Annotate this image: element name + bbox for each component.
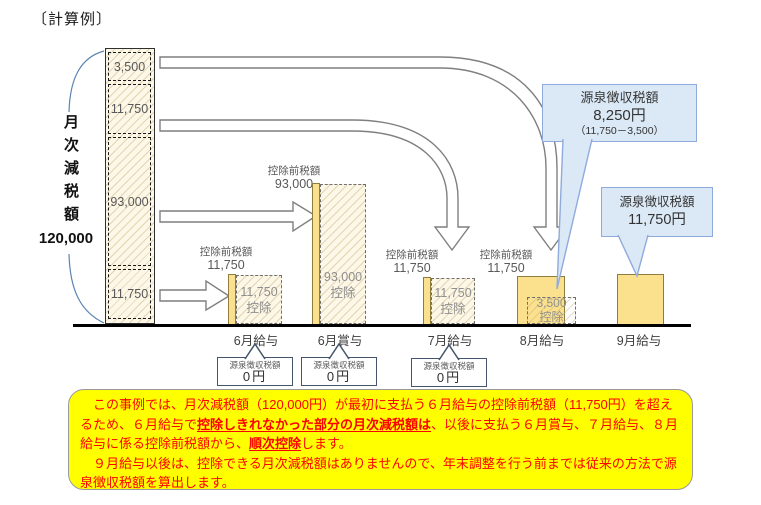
segment-value: 11,750	[110, 102, 149, 116]
month-label-september-salary: 9月給与	[616, 334, 662, 348]
deduction-value: 3,500	[536, 296, 567, 310]
september-salary-bar	[617, 274, 664, 325]
callout-detail: （11,750－3,500）	[574, 124, 665, 137]
note-emphasis: 控除しきれなかった部分の月次減税額は	[197, 416, 432, 432]
note-text: この事例では、月次減税額（120,000円）が最初に支払う６月給与の控除前税額（…	[80, 397, 673, 432]
deduction-caption: 控除	[330, 286, 356, 300]
withholding-callout-august: 源泉徴収税額 8,250円 （11,750－3,500）	[542, 84, 697, 142]
deduction-caption: 控除	[440, 302, 466, 316]
brace-curve-bottom	[68, 253, 105, 324]
deduction-caption: 控除	[539, 309, 564, 324]
callout-tail-august	[556, 138, 593, 290]
month-label-july-salary: 7月給与	[427, 334, 473, 348]
withholding-value: 0円	[326, 368, 352, 384]
pre-tax-caption: 控除前税額	[199, 246, 253, 258]
withholding-value: 0円	[436, 369, 462, 385]
withholding-box-june-salary: 源泉徴収税額 0円	[217, 357, 293, 386]
pre-tax-value: 11,750	[393, 261, 431, 275]
deduction-caption: 控除	[246, 300, 272, 315]
pre-tax-label-august-salary: 控除前税額 11,750	[475, 249, 537, 274]
withholding-callout-september: 源泉徴収税額 11,750円	[601, 187, 713, 237]
monthly-reduction-label: 月次減税額	[62, 114, 79, 229]
note-text: します。	[301, 436, 352, 451]
withholding-box-june-bonus: 源泉徴収税額 0円	[301, 357, 377, 386]
pre-tax-value: 11,750	[207, 258, 245, 272]
segment-value: 3,500	[113, 59, 146, 74]
pre-tax-value: 11,750	[487, 261, 525, 275]
baseline-axis	[73, 324, 691, 327]
deduction-value: 11,750	[240, 284, 278, 299]
straight-arrow-june-bonus	[159, 200, 318, 233]
pre-tax-caption: 控除前税額	[479, 249, 533, 261]
pre-tax-label-july-salary: 控除前税額 11,750	[381, 249, 443, 274]
month-label-june-bonus: 6月賞与	[317, 334, 363, 348]
straight-arrow-june-salary	[159, 279, 231, 312]
callout-title: 源泉徴収税額	[580, 89, 659, 105]
brace-curve-top	[68, 50, 105, 113]
note-paragraph-2: ９月給与以後は、控除できる月次減税額はありませんので、年末調整を行う前までは従来…	[80, 455, 677, 491]
june-bonus-remainder-sliver	[312, 183, 320, 326]
stacked-segment-11750-lower: 11,750	[108, 269, 151, 319]
june-bonus-deduction-box: 93,000 控除	[320, 184, 366, 324]
month-label-august-salary: 8月給与	[519, 334, 565, 348]
june-salary-deduction-box: 11,750 控除	[236, 275, 282, 324]
july-salary-deduction-box: 11,750 控除	[431, 278, 475, 324]
withholding-caption: 源泉徴収税額	[313, 359, 365, 370]
monthly-reduction-total: 120,000	[38, 230, 94, 247]
segment-value: 11,750	[110, 287, 149, 301]
note-paragraph-1: この事例では、月次減税額（120,000円）が最初に支払う６月給与の控除前税額（…	[80, 395, 681, 454]
stacked-segment-3500: 3,500	[108, 52, 151, 81]
note-text: 、以後に支払う６月賞与、７月給与、８月給与に係る控除前税額から、	[80, 416, 679, 452]
callout-tail-september	[617, 234, 649, 279]
august-salary-deduction-box: 3,500 控除	[527, 296, 576, 324]
deduction-value: 93,000	[323, 270, 363, 284]
deduction-value: 11,750	[434, 286, 472, 300]
stacked-segment-11750-upper: 11,750	[108, 84, 151, 134]
june-salary-remainder-sliver	[228, 274, 236, 326]
pre-tax-label-june-salary: 控除前税額 11,750	[195, 246, 257, 271]
pre-tax-caption: 控除前税額	[385, 249, 439, 261]
withholding-value: 0円	[242, 368, 268, 384]
callout-title: 源泉徴収税額	[619, 195, 695, 209]
withholding-caption: 源泉徴収税額	[423, 360, 475, 371]
pre-tax-caption: 控除前税額	[267, 165, 321, 177]
month-label-june-salary: 6月給与	[233, 334, 279, 348]
note-emphasis: 順次控除	[249, 436, 302, 451]
segment-value: 93,000	[110, 194, 149, 209]
reduction-stacked-bar	[105, 48, 155, 324]
callout-amount: 11,750円	[628, 212, 686, 228]
stacked-segment-93000: 93,000	[108, 137, 151, 266]
withholding-caption: 源泉徴収税額	[229, 359, 281, 370]
withholding-box-july-salary: 源泉徴収税額 0円	[411, 358, 487, 387]
july-salary-remainder-sliver	[423, 277, 431, 326]
explanation-note: この事例では、月次減税額（120,000円）が最初に支払う６月給与の控除前税額（…	[68, 389, 693, 490]
diagram-title: 〔計算例〕	[32, 11, 113, 28]
callout-amount: 8,250円	[593, 106, 646, 124]
